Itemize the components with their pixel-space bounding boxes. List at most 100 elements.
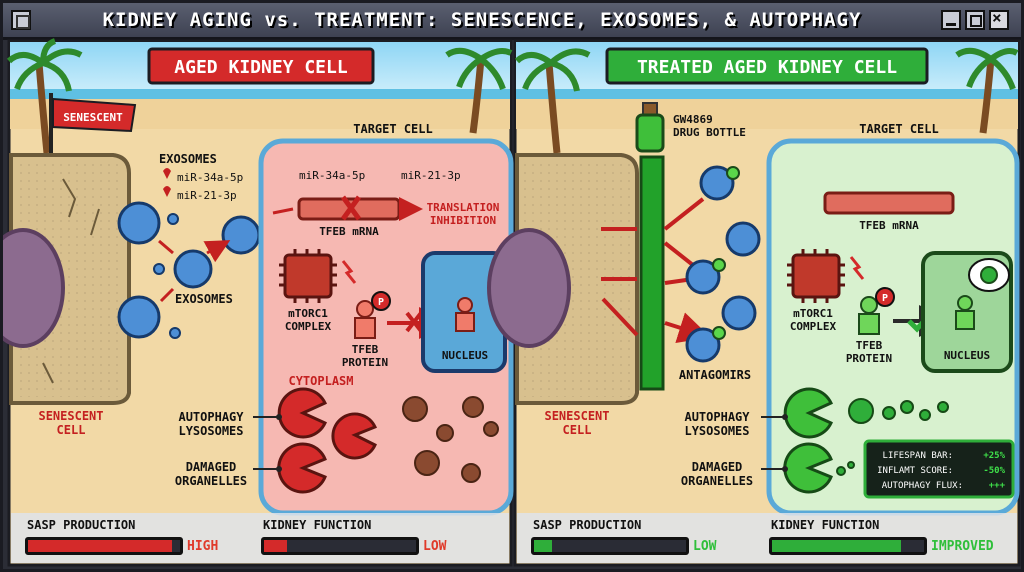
left-kidney-value: LOW	[423, 539, 447, 554]
treated-header-banner	[605, 47, 929, 85]
right-tfeb-protein-icon	[858, 296, 880, 335]
translation-label-1: TRANSLATION	[427, 201, 500, 214]
right-sasp-value: LOW	[693, 539, 717, 554]
right-senescent-cell	[487, 153, 639, 405]
right-kidney-meter-fill	[772, 540, 902, 552]
left-phospho-label: P	[378, 297, 384, 308]
right-kidney-label: KIDNEY FUNCTION	[771, 518, 879, 532]
lysosome-pacman-icon	[277, 387, 378, 494]
right-senescent-cell-label-1: SENESCENT	[544, 409, 609, 423]
bind-mirna-21: miR-21-3p	[401, 169, 461, 182]
left-kidney-label: KIDNEY FUNCTION	[263, 518, 371, 532]
palm-tree-icon	[445, 47, 513, 134]
damaged-gear-icon	[402, 396, 499, 483]
senescent-cell-label-2: CELL	[57, 423, 86, 437]
left-tfeb-protein-label-2: PROTEIN	[342, 356, 388, 369]
left-damaged-label-2: ORGANELLES	[175, 474, 247, 488]
right-mtorc1-chip-icon	[791, 253, 841, 299]
stat-value: -50%	[983, 466, 1005, 476]
mirna-34a-label: miR-34a-5p	[177, 171, 243, 184]
right-autophagy-label-2: LYSOSOMES	[684, 424, 749, 438]
left-mtorc1-label-2: COMPLEX	[285, 320, 332, 333]
flag-label: SENESCENT	[63, 111, 123, 124]
minimize-icon	[946, 23, 956, 26]
right-sasp-meter	[531, 537, 689, 555]
stat-label: INFLAMT SCORE:	[877, 466, 953, 476]
left-target-cell-label: TARGET CELL	[353, 122, 432, 136]
right-target-cell-label: TARGET CELL	[859, 122, 938, 136]
senescent-cell-label-1: SENESCENT	[38, 409, 103, 423]
title-bar: KIDNEY AGING vs. TREATMENT: SENESCENCE, …	[3, 3, 1021, 40]
bind-mirna-34a: miR-34a-5p	[299, 169, 365, 182]
left-panel: AGED KIDNEY CELL SENESCENT SENESCENT CEL…	[3, 38, 514, 567]
right-damaged-label-1: DAMAGED	[692, 460, 743, 474]
palm-tree-icon	[514, 48, 591, 154]
right-tfeb-protein-label-2: PROTEIN	[846, 352, 892, 365]
left-damaged-label-1: DAMAGED	[186, 460, 237, 474]
maximize-icon	[970, 15, 982, 27]
aged-header-banner	[147, 47, 375, 85]
close-icon: ×	[992, 8, 1002, 27]
right-senescent-cell-label-2: CELL	[563, 423, 592, 437]
exosomes-bottom-label: EXOSOMES	[175, 292, 233, 306]
left-mtorc1-label-1: mTORC1	[288, 307, 328, 320]
drug-bottle-icon	[635, 102, 665, 391]
cytoplasm-label: CYTOPLASM	[288, 374, 353, 388]
left-tfeb-protein-label-1: TFEB	[352, 343, 379, 356]
left-tfeb-protein-icon	[354, 300, 376, 339]
drug-label-2: DRUG BOTTLE	[673, 126, 746, 139]
right-phospho-label: P	[882, 293, 888, 304]
diagram-canvas: AGED KIDNEY CELL SENESCENT SENESCENT CEL…	[3, 38, 1021, 567]
left-kidney-meter	[261, 537, 419, 555]
close-button[interactable]: ×	[989, 8, 1009, 30]
right-tfeb-mrna	[823, 191, 955, 215]
gear-icon	[980, 266, 998, 284]
left-autophagy-label-1: AUTOPHAGY	[178, 410, 244, 424]
ribbon-icon	[163, 168, 171, 197]
window-menu-button[interactable]	[11, 10, 31, 30]
senescent-cell	[3, 153, 131, 405]
stats-box: LIFESPAN BAR: +25% INFLAMT SCORE: -50% A…	[863, 439, 1015, 499]
antagomirs-label: ANTAGOMIRS	[679, 368, 751, 382]
treated-header: TREATED AGED KIDNEY CELL	[637, 57, 897, 78]
left-nucleus-label: NUCLEUS	[442, 349, 488, 362]
left-sasp-label: SASP PRODUCTION	[27, 518, 135, 532]
aged-header: AGED KIDNEY CELL	[174, 57, 348, 78]
stat-label: LIFESPAN BAR:	[883, 451, 953, 461]
right-autophagy-label-1: AUTOPHAGY	[684, 410, 750, 424]
left-sasp-value: HIGH	[187, 539, 218, 554]
stat-label: AUTOPHAGY FLUX:	[882, 481, 963, 491]
right-tfeb-mrna-label: TFEB mRNA	[859, 219, 919, 232]
senescent-flag	[52, 97, 137, 133]
right-panel: TREATED AGED KIDNEY CELL SENESCENT CELL …	[487, 39, 1021, 567]
translation-label-2: INHIBITION	[430, 214, 496, 227]
left-kidney-meter-fill	[264, 540, 287, 552]
left-autophagy-label-2: LYSOSOMES	[178, 424, 243, 438]
stat-value: +25%	[983, 451, 1005, 461]
exosome-group	[117, 201, 276, 339]
exosomes-label: EXOSOMES	[159, 152, 217, 166]
right-sasp-meter-fill	[534, 540, 553, 552]
right-mtorc1-label-1: mTORC1	[793, 307, 833, 320]
left-sasp-meter-fill	[28, 540, 173, 552]
minimize-button[interactable]	[941, 10, 961, 30]
window-title: KIDNEY AGING vs. TREATMENT: SENESCENCE, …	[102, 9, 862, 31]
healthy-gear-icon	[836, 398, 949, 476]
stat-value: +++	[989, 481, 1006, 491]
blocked-x-icon	[340, 195, 362, 221]
palm-tree-icon	[6, 38, 83, 154]
right-kidney-value: IMPROVED	[931, 539, 994, 554]
right-damaged-label-2: ORGANELLES	[681, 474, 753, 488]
right-nucleus-label: NUCLEUS	[944, 349, 990, 362]
right-tfeb-protein-label-1: TFEB	[856, 339, 883, 352]
lightning-icon	[341, 260, 357, 284]
mtorc1-chip-icon	[283, 253, 333, 299]
right-mtorc1-label-2: COMPLEX	[790, 320, 837, 333]
left-sasp-meter	[25, 537, 183, 555]
mirna-21-label: miR-21-3p	[177, 189, 237, 202]
maximize-button[interactable]	[965, 10, 985, 30]
right-sasp-label: SASP PRODUCTION	[533, 518, 641, 532]
left-tfeb-mrna-label: TFEB mRNA	[319, 225, 379, 238]
palm-tree-icon	[955, 47, 1019, 134]
lightning-icon	[849, 256, 865, 280]
